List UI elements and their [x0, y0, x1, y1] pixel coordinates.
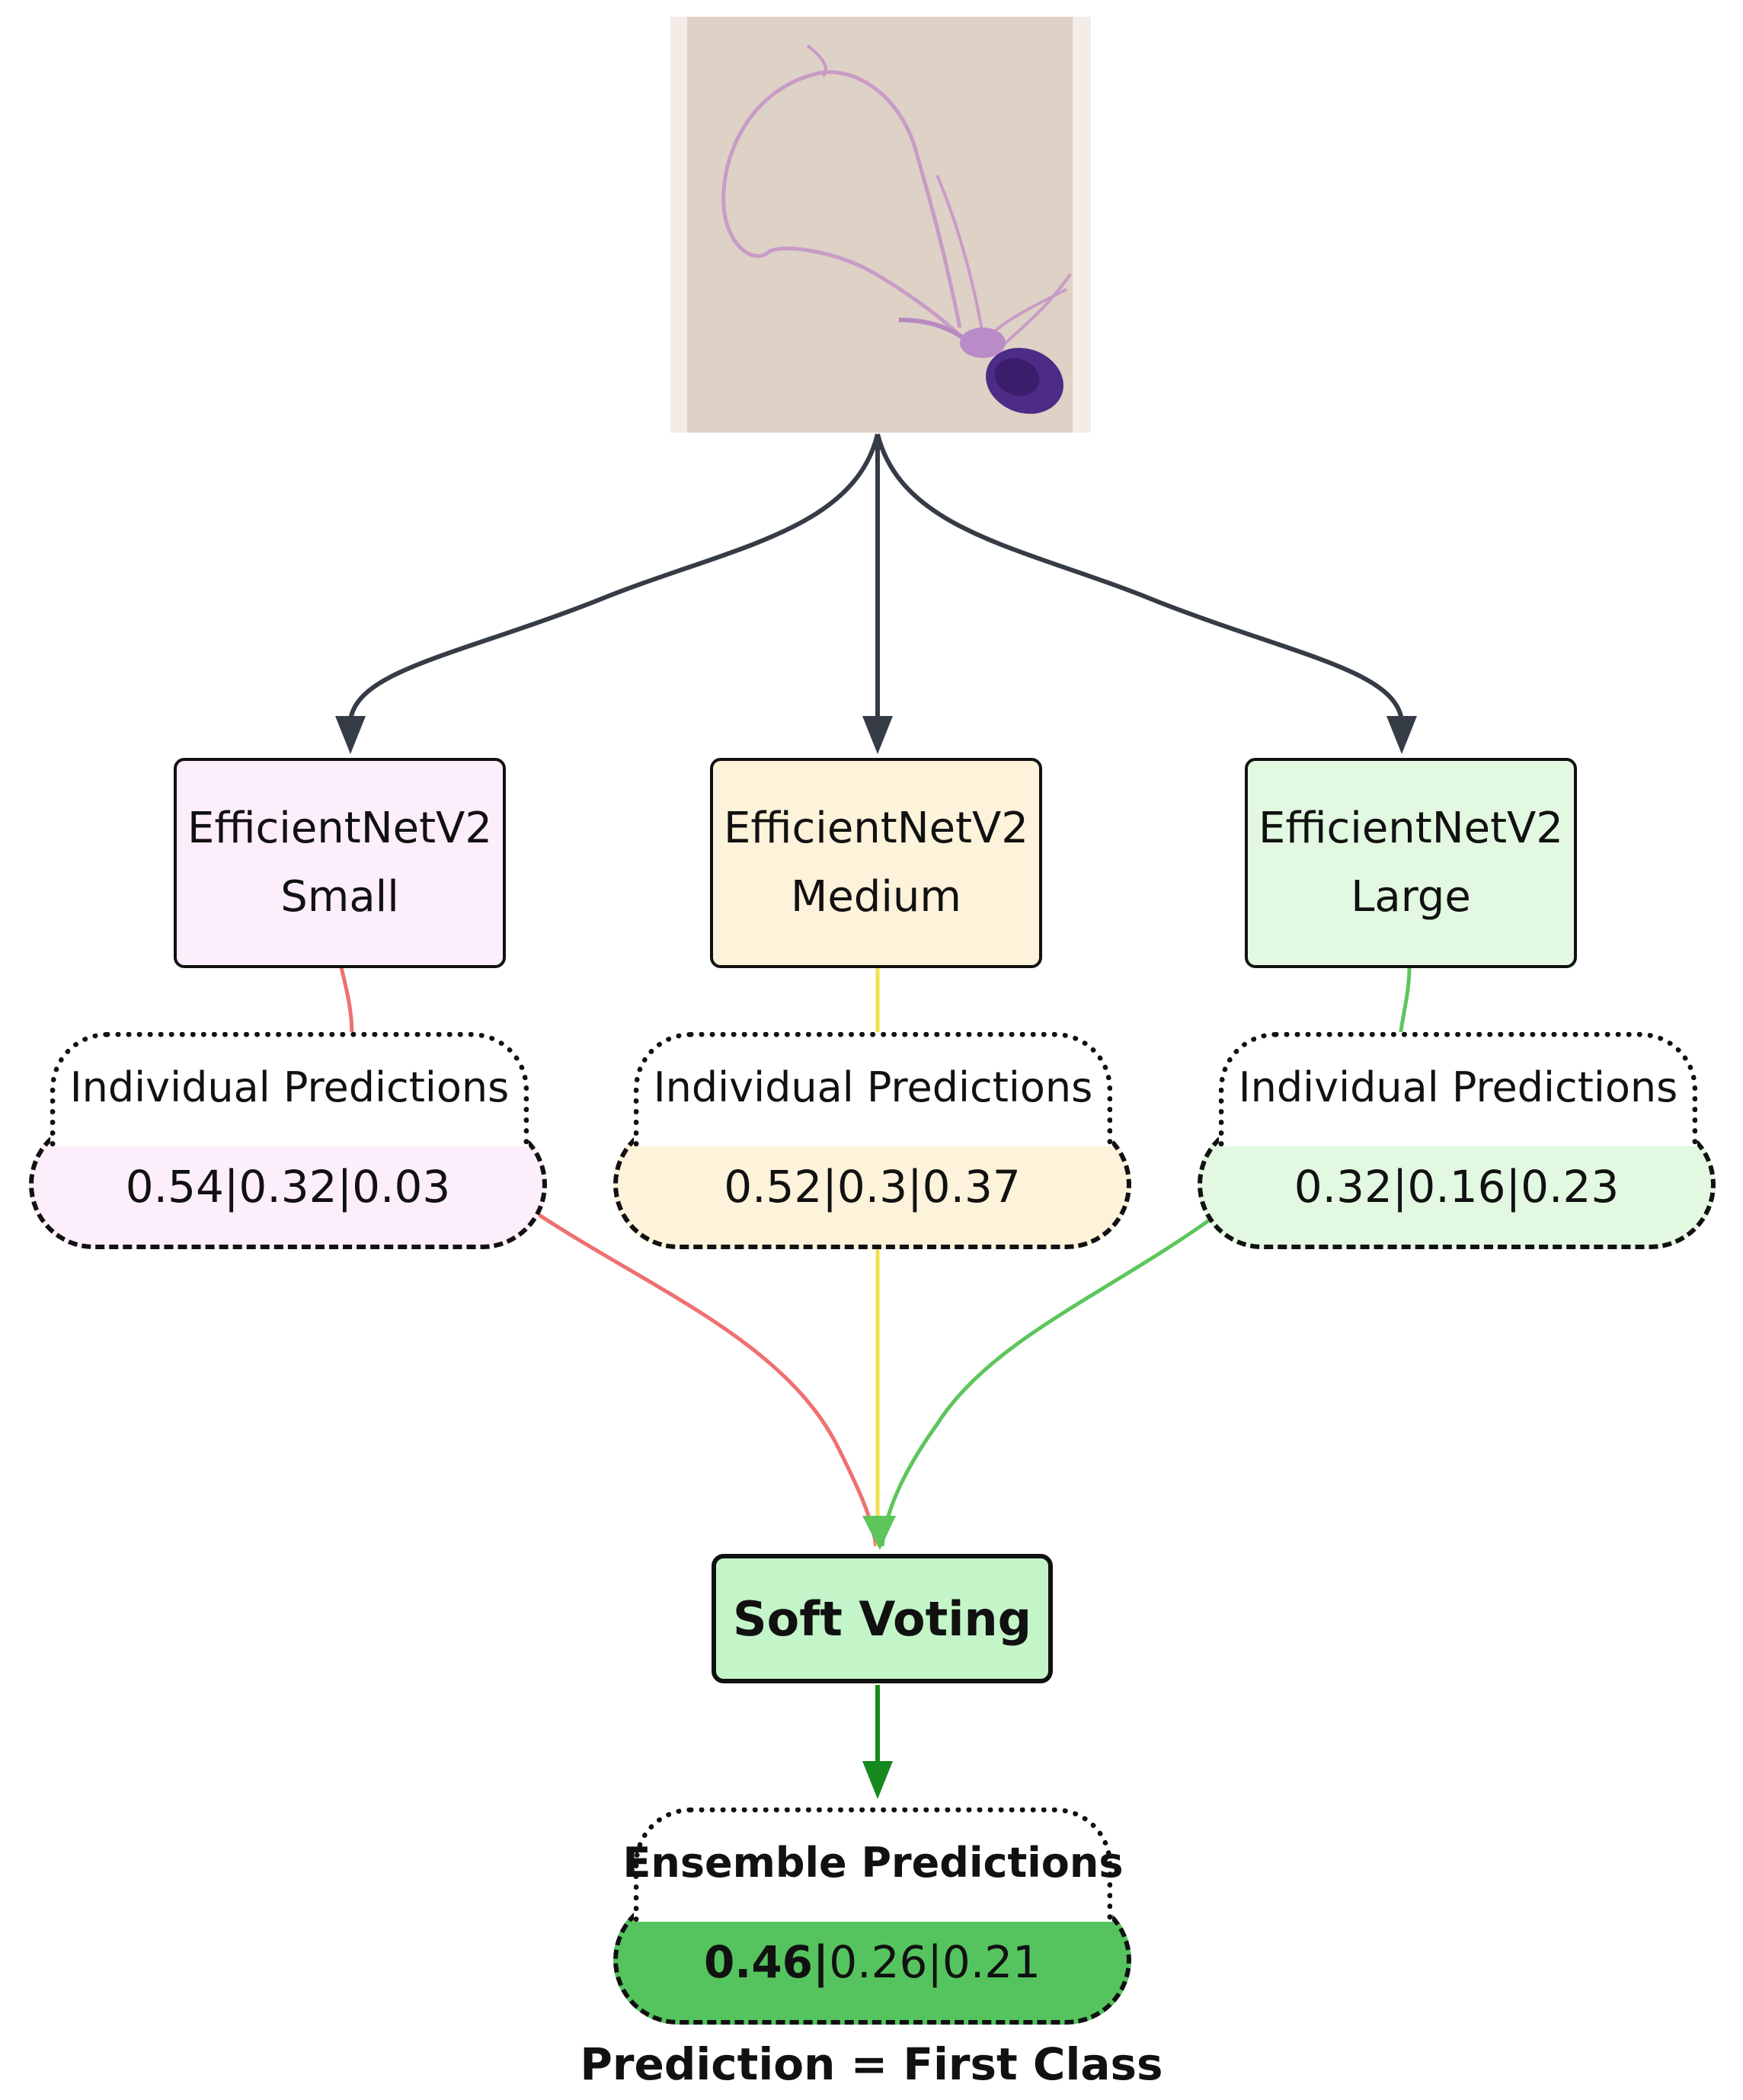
- link-small-vote: [532, 1209, 878, 1547]
- model-box-large: EfficientNetV2 Large: [1245, 758, 1577, 968]
- model-box-small: EfficientNetV2 Small: [174, 758, 506, 968]
- separator: |: [223, 1161, 239, 1213]
- ensemble-label: Ensemble Predictions: [623, 1808, 1123, 1922]
- input-arrowheads: [335, 716, 1417, 754]
- model-size-medium: Medium: [791, 872, 961, 922]
- separator: |: [822, 1161, 837, 1213]
- model-name-large: EfficientNetV2: [1258, 804, 1563, 853]
- arrowhead-large: [1386, 716, 1417, 754]
- separator: |: [1392, 1161, 1408, 1213]
- value-small-2: 0.32: [238, 1161, 337, 1213]
- ensemble-value-3: 0.21: [942, 1936, 1041, 1988]
- value-large-2: 0.16: [1407, 1161, 1506, 1213]
- separator: |: [927, 1936, 942, 1988]
- prediction-label-small: Individual Predictions: [50, 1032, 529, 1146]
- arrowhead-ensemble: [862, 1761, 893, 1799]
- separator: |: [813, 1936, 830, 1988]
- final-prediction: Prediction = First Class: [580, 2038, 1163, 2090]
- input-connectors: [348, 433, 1404, 721]
- value-large-3: 0.23: [1521, 1161, 1620, 1213]
- soft-voting-box: Soft Voting: [712, 1554, 1053, 1683]
- separator: |: [337, 1161, 353, 1213]
- arrow-to-small: [348, 433, 880, 721]
- value-medium-2: 0.3: [836, 1161, 908, 1213]
- prediction-label-medium: Individual Predictions: [634, 1032, 1112, 1146]
- value-small-1: 0.54: [125, 1161, 224, 1213]
- separator: |: [907, 1161, 923, 1213]
- model-name-small: EfficientNetV2: [187, 804, 492, 853]
- ensemble-value-1: 0.46: [703, 1936, 814, 1988]
- arrowhead-small: [335, 716, 366, 754]
- link-small-output: [339, 967, 354, 1037]
- separator: |: [1505, 1161, 1521, 1213]
- model-size-large: Large: [1351, 872, 1471, 922]
- value-medium-1: 0.52: [724, 1161, 823, 1213]
- value-small-3: 0.03: [352, 1161, 451, 1213]
- model-output-links: [339, 967, 1412, 1037]
- model-name-medium: EfficientNetV2: [723, 804, 1028, 853]
- input-image: [670, 17, 1091, 433]
- arrowhead-medium: [862, 716, 893, 754]
- model-box-medium: EfficientNetV2 Medium: [710, 758, 1042, 968]
- voting-links: [532, 1209, 1213, 1547]
- prediction-label-large: Individual Predictions: [1219, 1032, 1697, 1146]
- link-large-output: [1398, 967, 1412, 1037]
- value-medium-3: 0.37: [922, 1161, 1021, 1213]
- link-large-vote: [880, 1216, 1213, 1547]
- ensemble-value-2: 0.26: [829, 1936, 928, 1988]
- model-size-small: Small: [280, 872, 399, 922]
- arrowhead-vote: [862, 1516, 896, 1550]
- value-large-1: 0.32: [1294, 1161, 1393, 1213]
- arrow-to-large: [875, 433, 1404, 721]
